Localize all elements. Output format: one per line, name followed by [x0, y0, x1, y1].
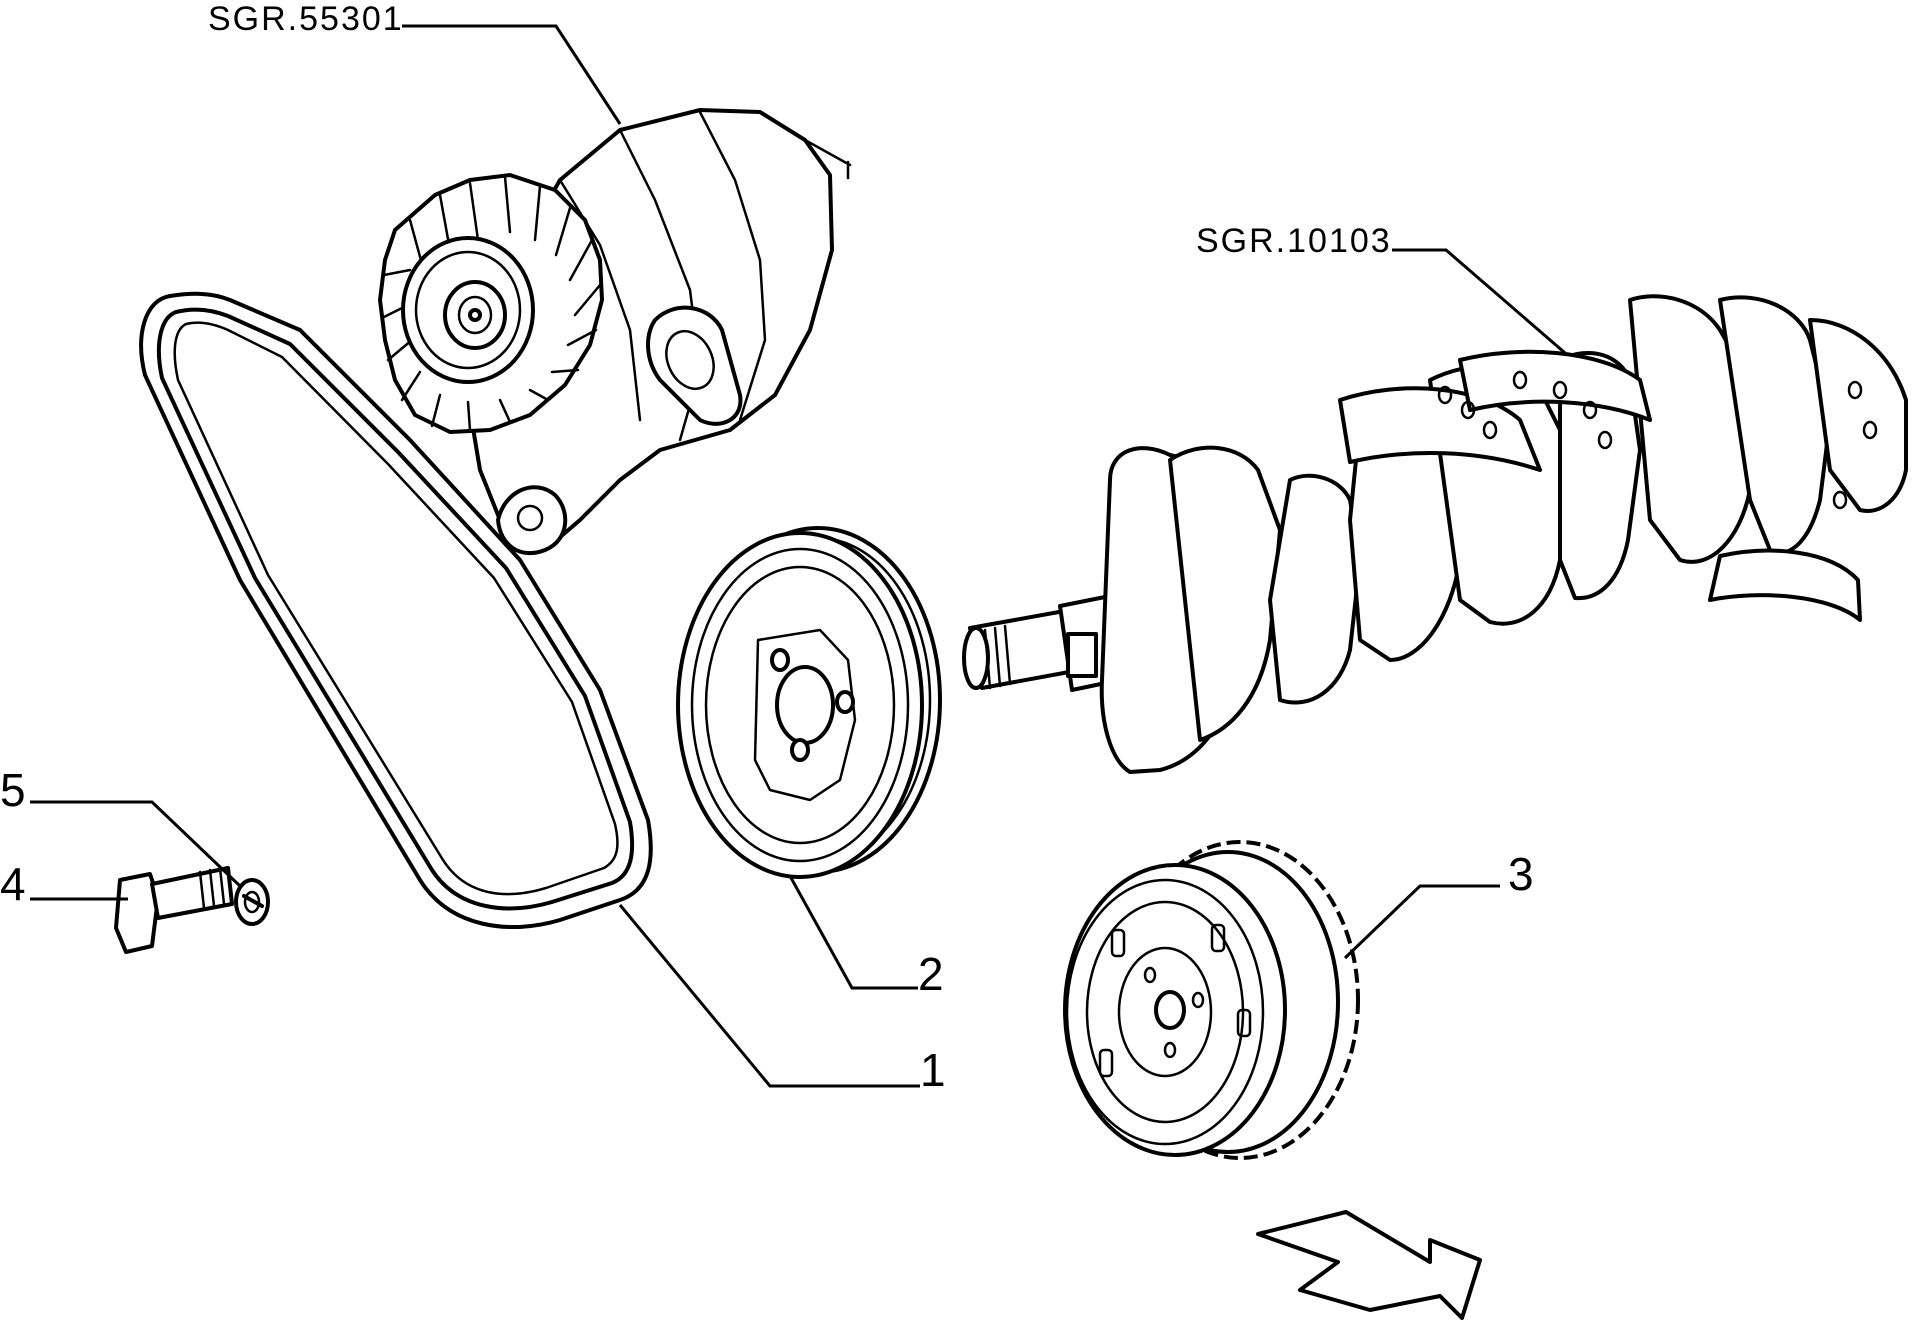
callout-5-leader: [30, 800, 242, 888]
callout-4: 4: [0, 858, 26, 910]
crankshaft-pulley: [1063, 840, 1360, 1160]
callout-3-leader: [1343, 884, 1500, 960]
callout-1-leader: [618, 904, 920, 1088]
lock-washer: [234, 878, 270, 926]
alternator-leader-line: [402, 24, 622, 125]
crankshaft-leader-line: [1392, 248, 1595, 380]
alternator-reference-label: SGR.55301: [208, 0, 404, 38]
direction-arrow-icon: [1256, 1210, 1482, 1320]
crankshaft: [962, 294, 1908, 774]
callout-3: 3: [1508, 848, 1534, 900]
drive-pulley: [676, 526, 942, 879]
v-belt: [139, 291, 653, 930]
callout-2: 2: [918, 948, 944, 1000]
callout-5: 5: [0, 764, 26, 816]
callout-2-leader: [788, 875, 918, 990]
crankshaft-reference-label: SGR.10103: [1196, 222, 1392, 260]
callout-1: 1: [920, 1044, 946, 1096]
alternator: [378, 108, 852, 556]
bolt: [114, 866, 234, 954]
